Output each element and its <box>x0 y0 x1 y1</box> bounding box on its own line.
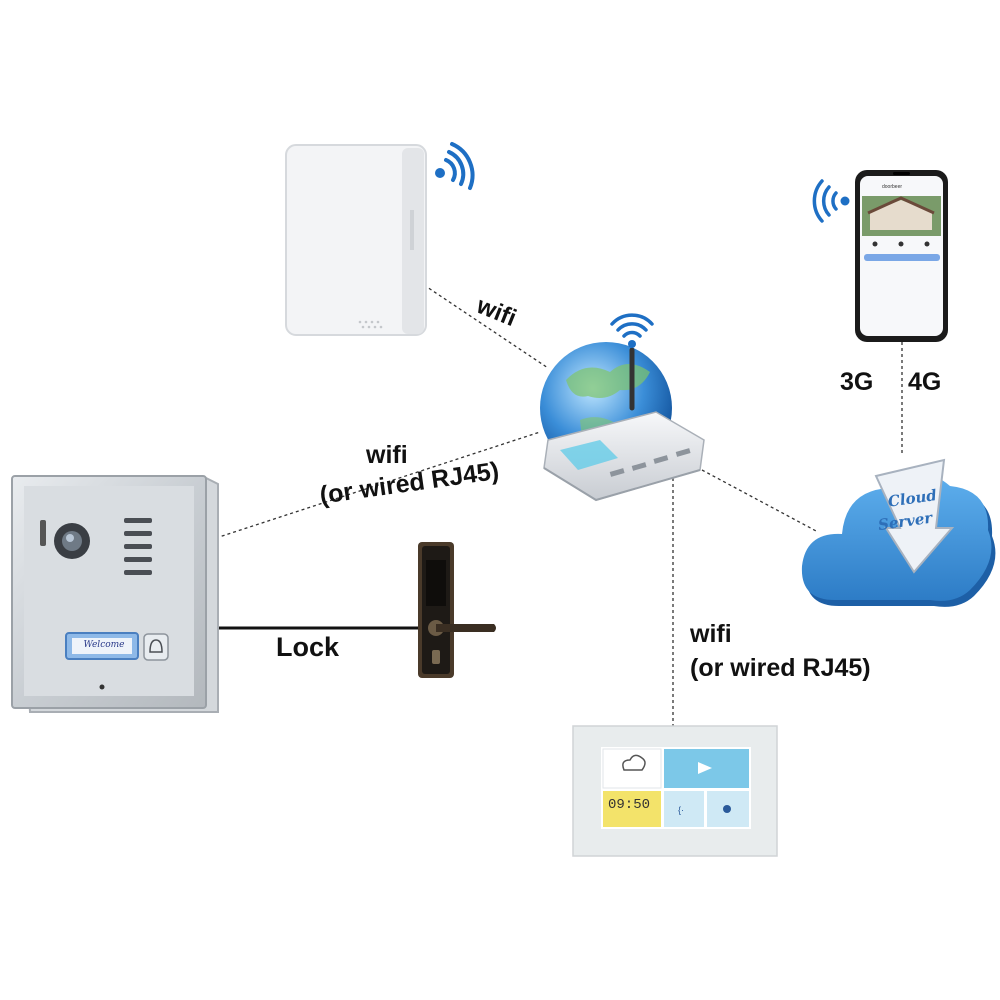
router-device <box>540 342 705 502</box>
electric-lock-device <box>418 542 496 678</box>
router-wifi-signal-icon <box>610 313 654 348</box>
wifi-label-door-station: wifi <box>366 441 408 469</box>
phone-app-name: doorbeer <box>882 184 902 190</box>
wifi-hub-device <box>285 144 427 336</box>
rj45-label-monitor: (or wired RJ45) <box>690 654 871 682</box>
connector-door-station-to-router <box>215 431 541 539</box>
door-station-device <box>11 475 219 713</box>
door-plate-text: Welcome <box>83 640 125 650</box>
cloud-server-icon <box>801 458 996 607</box>
network-3g-label: 3G <box>840 368 874 396</box>
connector-wifi-hub-to-router <box>423 284 549 369</box>
svg-text:{·: {· <box>678 805 684 815</box>
indoor-monitor-device: {· <box>572 725 778 857</box>
wifi-signal-icon <box>435 142 475 190</box>
phone-wifi-signal-icon <box>812 179 850 223</box>
network-4g-label: 4G <box>908 368 942 396</box>
monitor-time-readout: 09:50 <box>608 797 651 813</box>
connector-router-to-cloud <box>701 469 819 533</box>
lock-label: Lock <box>276 632 340 662</box>
smartphone-device <box>855 170 948 342</box>
wifi-label-monitor: wifi <box>690 620 732 648</box>
